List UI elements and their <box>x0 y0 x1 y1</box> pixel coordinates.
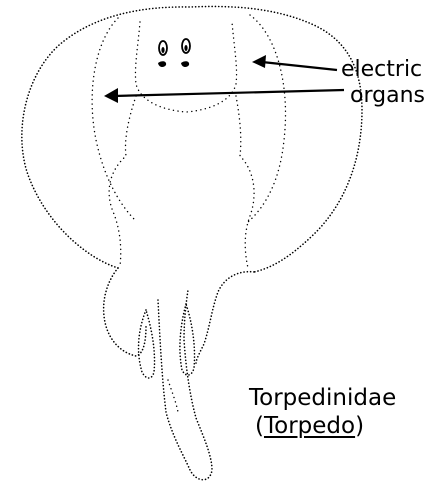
label-organs: organs <box>350 83 425 108</box>
genus-name: Torpedo <box>264 413 355 439</box>
right-clasper <box>180 304 195 375</box>
body-trunk-left <box>109 96 136 266</box>
right-spiracle <box>181 61 189 67</box>
label-genus: (Torpedo) <box>255 413 364 439</box>
pointer-arrow-lower <box>104 88 344 103</box>
label-electric: electric <box>341 57 422 82</box>
electric-organ-left <box>92 18 135 220</box>
label-family-name: Torpedinidae <box>249 385 396 411</box>
left-clasper <box>139 310 155 378</box>
body-trunk-right <box>236 96 254 268</box>
head-outline <box>135 22 236 112</box>
pointer-arrow-upper <box>252 55 337 70</box>
tail-fin-dots <box>168 380 178 412</box>
genus-open-paren: ( <box>255 413 264 439</box>
genus-close-paren: ) <box>355 413 364 439</box>
tail <box>158 290 212 480</box>
right-pelvic-fin <box>196 272 254 364</box>
left-spiracle <box>158 61 166 67</box>
disc-outline <box>22 6 362 272</box>
left-pelvic-fin <box>104 268 146 356</box>
electric-organ-right <box>248 15 286 222</box>
